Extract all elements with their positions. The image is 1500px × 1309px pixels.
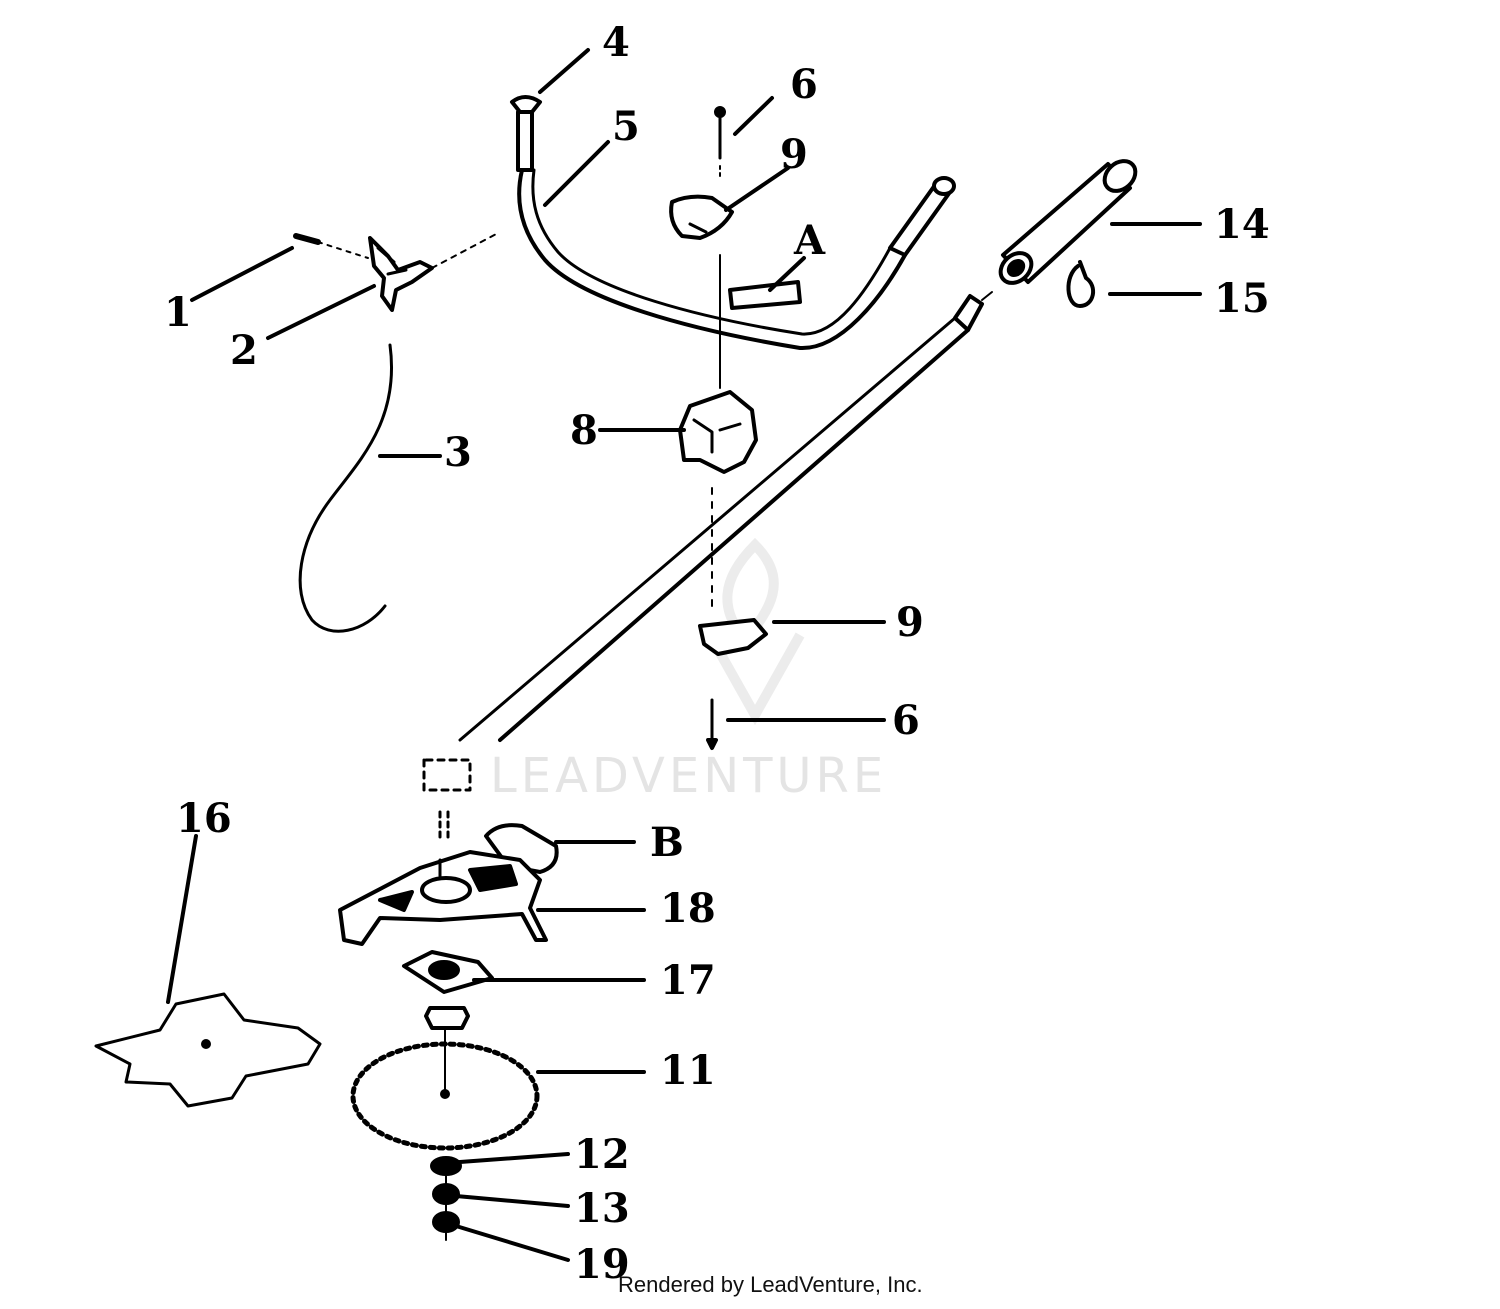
callout-19: 19: [574, 1241, 630, 1288]
part-16-blade: [94, 992, 322, 1108]
callout-9-top: 9: [780, 131, 808, 178]
part-3-throttle-cable: [298, 343, 393, 633]
part-4-handle-grip: [510, 95, 542, 172]
part-8-handle-clamp: [678, 390, 758, 474]
part-9-clamp-top: [669, 194, 734, 240]
callout-5: 5: [612, 103, 640, 150]
gearhead-coupling: [422, 758, 472, 844]
decal-a: [728, 280, 802, 310]
part-6-screw-top: [714, 106, 726, 179]
callout-3: 3: [444, 429, 472, 476]
part-19-nut: [432, 1203, 460, 1241]
part-12-washer: [430, 1156, 462, 1176]
watermark-text: LEADVENTURE: [490, 748, 887, 804]
part-2-throttle-trigger: [368, 231, 501, 312]
part-1-screw: [293, 233, 369, 259]
watermark: LEADVENTURE: [490, 537, 887, 804]
callout-8: 8: [570, 407, 598, 454]
decal-b: [484, 823, 559, 874]
callout-9-mid: 9: [896, 599, 924, 646]
leader-lines: [166, 48, 1202, 1262]
callout-6-top: 6: [790, 61, 818, 108]
callout-14: 14: [1214, 201, 1270, 248]
callout-labels: 1 2 3 4 5 6 9 A 8 14 15 9 6 16 B 18 17 1…: [164, 19, 1270, 1288]
callout-2: 2: [230, 327, 258, 374]
callout-13: 13: [574, 1185, 630, 1232]
part-5-handle-bar: [517, 168, 956, 351]
part-9-clamp-mid: [698, 618, 768, 656]
callout-1: 1: [164, 289, 192, 336]
callout-17: 17: [660, 957, 716, 1004]
callout-a: A: [793, 217, 826, 264]
part-6-screw-mid: [706, 698, 718, 750]
callout-18: 18: [660, 885, 716, 932]
callout-b: B: [650, 819, 684, 866]
part-11-saw-blade: [350, 1006, 540, 1151]
part-18-blade-guard: [338, 850, 548, 946]
part-17-adapter-plate: [402, 950, 494, 994]
callout-12: 12: [574, 1131, 630, 1178]
callout-11: 11: [660, 1047, 716, 1094]
drive-shaft-tube: [458, 291, 993, 742]
part-13-washer: [432, 1175, 460, 1205]
part-15-clip: [1066, 260, 1096, 308]
callout-16: 16: [176, 795, 232, 842]
callout-15: 15: [1214, 275, 1270, 322]
callout-6-mid: 6: [892, 697, 920, 744]
rendered-by-credit: Rendered by LeadVenture, Inc.: [618, 1272, 923, 1297]
callout-4: 4: [602, 19, 630, 66]
part-14-grip-sleeve: [998, 159, 1138, 285]
